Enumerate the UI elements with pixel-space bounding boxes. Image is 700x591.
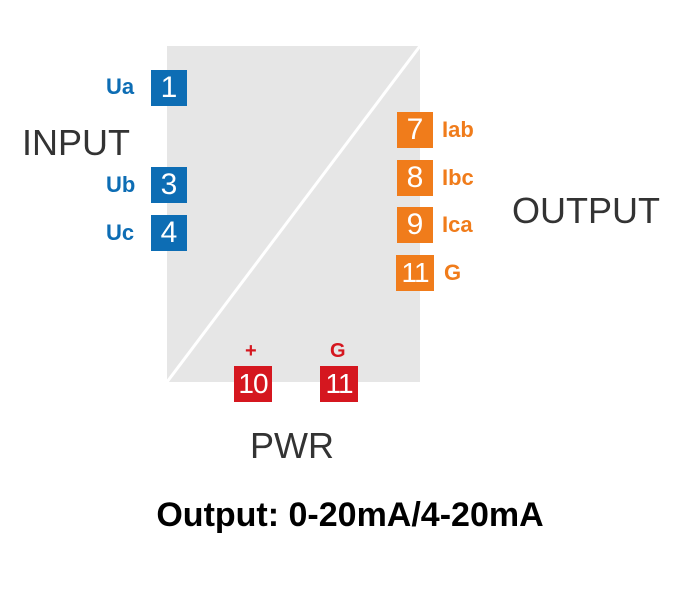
output-range-caption: Output: 0-20mA/4-20mA: [156, 496, 544, 534]
module-diagonal: [167, 46, 420, 382]
output-pin-label-iab: Iab: [442, 117, 474, 142]
output-section-title: OUTPUT: [512, 190, 660, 231]
power-pin-label-plus: +: [245, 340, 257, 362]
output-pin-label-ica: Ica: [442, 212, 473, 237]
output-pin-label-g: G: [444, 260, 462, 285]
output-pin-9: 9: [397, 207, 433, 243]
input-pin-label-ub: Ub: [106, 172, 136, 197]
output-pin-11: 11: [396, 255, 434, 291]
input-pin-label-uc: Uc: [106, 220, 135, 245]
input-pin-label-ua: Ua: [106, 74, 135, 99]
power-pin-label-g: G: [330, 340, 346, 362]
signal-converter-module: [167, 46, 420, 382]
power-section-title: PWR: [250, 425, 334, 466]
input-pin-1: 1: [151, 70, 187, 106]
input-pin-3: 3: [151, 167, 187, 203]
output-pin-7: 7: [397, 112, 433, 148]
output-pin-8: 8: [397, 160, 433, 196]
input-section-title: INPUT: [22, 122, 130, 163]
input-pin-4: 4: [151, 215, 187, 251]
output-pin-label-ibc: Ibc: [442, 165, 474, 190]
power-pin-11: 11: [320, 366, 358, 402]
power-pin-10: 10: [234, 366, 272, 402]
